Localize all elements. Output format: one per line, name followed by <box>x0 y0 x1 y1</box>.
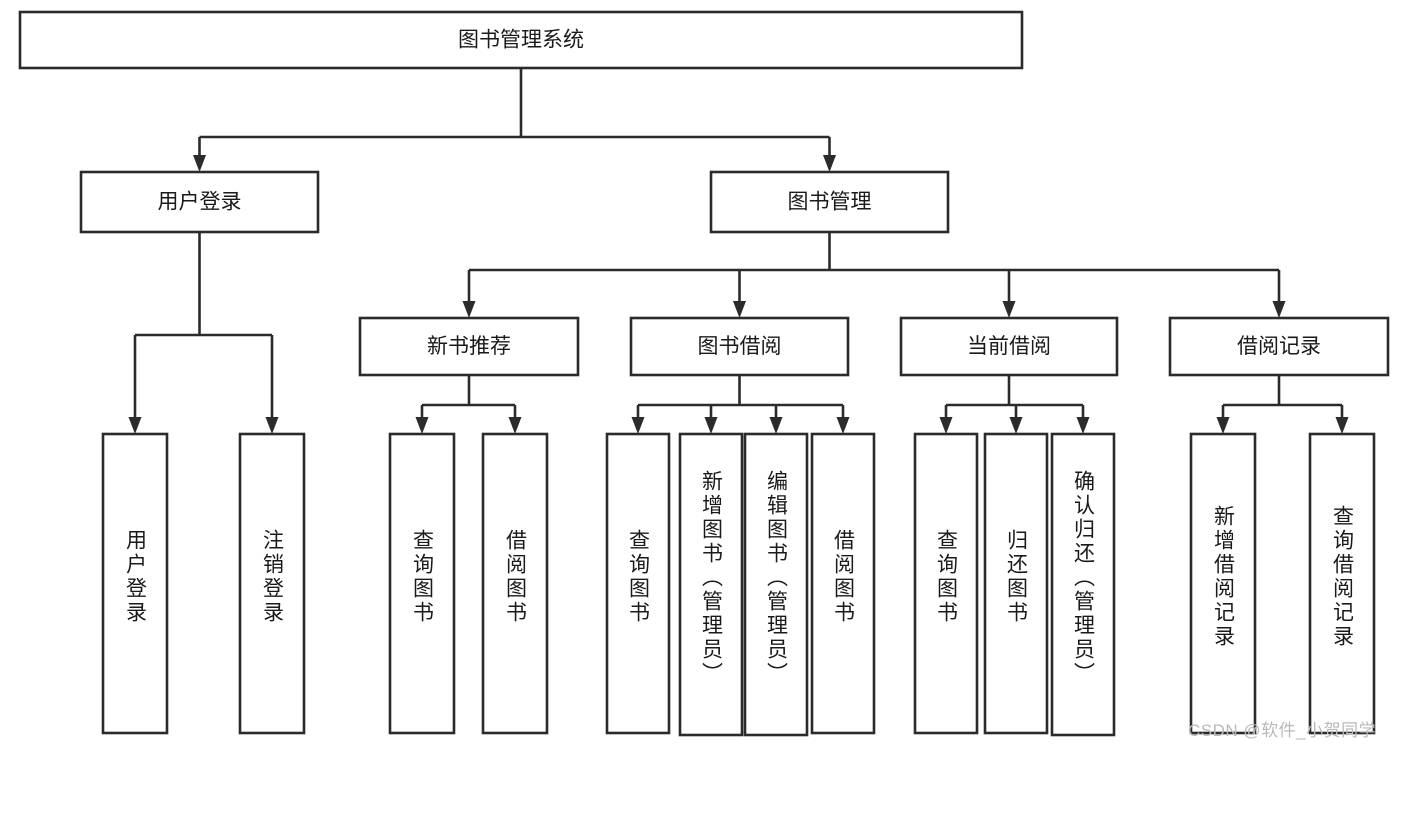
arrow-head-icon <box>704 417 718 434</box>
node-leaf-borrow-book-2[interactable] <box>810 432 876 735</box>
arrow-head-icon <box>939 417 953 434</box>
watermark-text: CSDN @软件_小贺同学 <box>1188 721 1377 740</box>
diagram-canvas: 图书管理系统用户登录图书管理新书推荐图书借阅当前借阅借阅记录 用户登录注销登录查… <box>18 10 1390 740</box>
node-leaf-edit-book[interactable] <box>743 432 809 737</box>
edge-group-user-login <box>128 232 279 434</box>
node-book-borrow[interactable] <box>629 316 850 377</box>
arrow-head-icon <box>1216 417 1230 434</box>
node-book-manage[interactable] <box>709 170 950 234</box>
node-label-new-book-rec: 新书推荐 <box>427 335 511 358</box>
arrow-head-icon <box>193 155 206 172</box>
node-label-book-borrow: 图书借阅 <box>698 335 782 358</box>
arrow-head-icon <box>631 417 645 434</box>
node-box-layer <box>18 10 1390 737</box>
arrow-head-icon <box>128 417 142 434</box>
node-leaf-query-book-2[interactable] <box>605 432 671 735</box>
edge-group-book-borrow <box>631 375 850 434</box>
arrow-head-icon <box>1335 417 1349 434</box>
node-borrow-record[interactable] <box>1168 316 1390 377</box>
node-leaf-add-book[interactable] <box>678 432 744 737</box>
arrow-head-icon <box>462 301 476 318</box>
node-user-login[interactable] <box>79 170 320 234</box>
node-current-borrow[interactable] <box>899 316 1119 377</box>
arrow-head-icon <box>733 301 746 318</box>
connector-layer <box>128 68 1349 434</box>
arrow-head-icon <box>1272 301 1286 318</box>
arrow-head-icon <box>769 417 783 434</box>
arrow-head-icon <box>1076 417 1090 434</box>
node-leaf-return-book[interactable] <box>983 432 1049 735</box>
node-leaf-add-record[interactable] <box>1189 432 1257 735</box>
node-label-current-borrow: 当前借阅 <box>967 335 1051 358</box>
node-root[interactable] <box>18 10 1024 70</box>
node-leaf-borrow-book-1[interactable] <box>481 432 549 735</box>
node-leaf-user-login[interactable] <box>101 432 169 735</box>
arrow-head-icon <box>265 417 279 434</box>
edge-group-root <box>193 68 836 172</box>
edge-group-current-borrow <box>939 375 1090 434</box>
node-leaf-query-record[interactable] <box>1308 432 1376 735</box>
arrow-head-icon <box>823 155 836 172</box>
arrow-head-icon <box>415 417 429 434</box>
node-label-book-manage: 图书管理 <box>788 191 872 214</box>
arrow-head-icon <box>508 417 522 434</box>
edge-group-borrow-record <box>1216 375 1349 434</box>
edge-group-book-manage <box>462 232 1286 318</box>
node-label-user-login: 用户登录 <box>158 191 242 214</box>
arrow-head-icon <box>1009 417 1023 434</box>
node-new-book-rec[interactable] <box>358 316 580 377</box>
node-leaf-confirm-return[interactable] <box>1050 432 1116 737</box>
node-leaf-logout[interactable] <box>238 432 306 735</box>
node-leaf-query-book-3[interactable] <box>913 432 979 735</box>
edge-group-new-book-rec <box>415 375 522 434</box>
node-label-root: 图书管理系统 <box>458 29 584 52</box>
arrow-head-icon <box>836 417 850 434</box>
node-label-borrow-record: 借阅记录 <box>1237 335 1321 358</box>
arrow-head-icon <box>1002 301 1016 318</box>
node-leaf-query-book-1[interactable] <box>388 432 456 735</box>
